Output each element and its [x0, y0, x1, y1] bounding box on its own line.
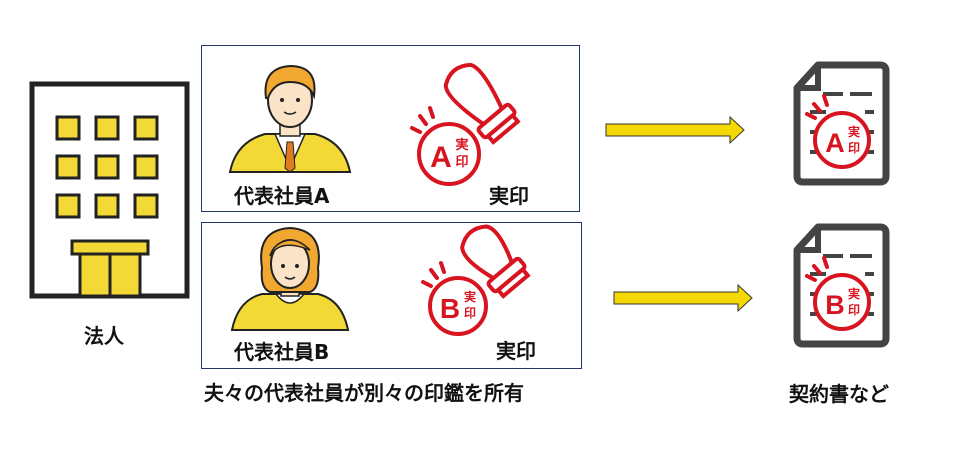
representative-a-label: 代表社員A [234, 184, 330, 208]
documents-label: 契約書など [789, 382, 889, 406]
seal-a-caption: 実印 [489, 184, 529, 208]
seal-a-letter: A [430, 141, 452, 174]
document-a-seal-text-top: 実 [848, 124, 860, 139]
representative-b-label: 代表社員B [234, 340, 330, 364]
corporation-label: 法人 [84, 324, 124, 348]
group-caption: 夫々の代表社員が別々の印鑑を所有 [204, 381, 524, 405]
seal-b-caption: 実印 [496, 339, 536, 363]
seal-b-text-bottom: 印 [464, 306, 476, 320]
seal-b-text-top: 実 [464, 289, 476, 304]
seal-a-text-top: 実 [455, 137, 468, 153]
document-b-seal-text-bottom: 印 [848, 303, 860, 317]
document-a-seal-text-bottom: 印 [848, 141, 860, 155]
seal-a-text-bottom: 印 [455, 155, 468, 170]
seal-b-letter: B [440, 293, 460, 324]
representative-a-panel [201, 45, 580, 212]
document-a-seal-letter: A [825, 128, 845, 158]
document-b-seal-text-top: 実 [848, 286, 860, 301]
document-b-seal-letter: B [825, 290, 845, 320]
